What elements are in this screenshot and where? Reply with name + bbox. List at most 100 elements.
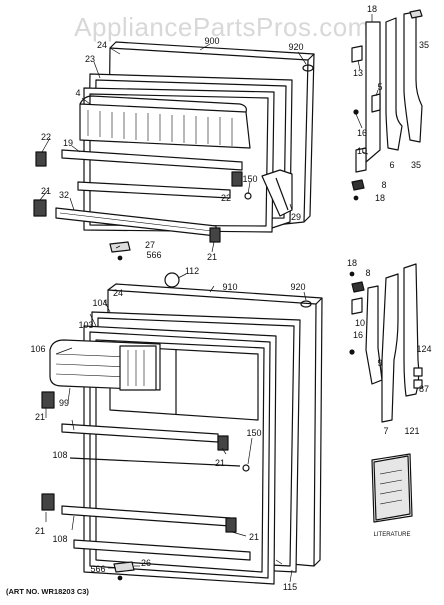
freezer-screw-18 xyxy=(353,195,359,201)
fresh-food-screw-150 xyxy=(242,464,250,472)
freezer-cap-35 xyxy=(409,9,423,19)
fresh-food-bracket-21-a xyxy=(41,391,55,409)
fresh-food-handle-9 xyxy=(365,285,383,385)
fresh-food-bracket-21-b xyxy=(41,493,55,511)
callout-19: 19 xyxy=(63,138,73,148)
fresh-food-hinge-cover-26 xyxy=(113,561,135,573)
callout-150: 150 xyxy=(246,428,261,438)
callout-24: 24 xyxy=(97,40,107,50)
fresh-food-handle-hardware xyxy=(349,263,423,423)
literature-booklet xyxy=(371,453,413,523)
callout-115: 115 xyxy=(283,582,297,592)
callout-8: 8 xyxy=(381,180,386,190)
fresh-food-handle-121 xyxy=(403,263,420,397)
freezer-bracket-10 xyxy=(355,147,367,173)
callout-920: 920 xyxy=(288,42,303,52)
callout-10: 10 xyxy=(357,146,367,156)
freezer-bracket-22-left xyxy=(35,151,47,167)
callout-566: 566 xyxy=(90,564,105,574)
callout-27: 27 xyxy=(145,240,155,250)
fresh-food-shelf-line xyxy=(69,457,241,467)
callout-6: 6 xyxy=(389,160,394,170)
freezer-door-shelf xyxy=(79,103,251,149)
fresh-food-screw-18 xyxy=(349,271,355,277)
fresh-food-bottom-rail xyxy=(73,539,251,561)
callout-103: 103 xyxy=(78,320,93,330)
callout-566: 566 xyxy=(146,250,161,260)
callout-18: 18 xyxy=(367,4,377,14)
callout-21: 21 xyxy=(249,532,259,542)
callout-26: 26 xyxy=(141,558,151,568)
freezer-plug-920 xyxy=(302,64,314,72)
dairy-compartment-outline xyxy=(109,345,259,421)
callout-18: 18 xyxy=(347,258,357,268)
callout-10: 10 xyxy=(355,318,365,328)
freezer-bracket-21-right xyxy=(209,227,221,243)
freezer-shelf-bar-lower xyxy=(77,181,231,199)
freezer-hinge-cover-27 xyxy=(109,241,131,253)
freezer-cap-13 xyxy=(351,45,363,63)
callout-18: 18 xyxy=(375,193,385,203)
callout-106: 106 xyxy=(30,344,45,354)
callout-24: 24 xyxy=(113,288,123,298)
callout-16: 16 xyxy=(353,330,363,340)
callout-87: 87 xyxy=(419,384,429,394)
fresh-food-plug-920 xyxy=(300,300,312,308)
callout-108: 108 xyxy=(52,534,67,544)
fresh-food-door-assembly xyxy=(41,272,323,585)
watermark: AppliancePartsPros.com xyxy=(74,12,370,42)
callout-35: 35 xyxy=(419,40,429,50)
freezer-hinge-8 xyxy=(351,179,365,191)
callout-108: 108 xyxy=(52,450,67,460)
callout-8: 8 xyxy=(365,268,370,278)
callout-124: 124 xyxy=(416,344,431,354)
cap-112 xyxy=(164,272,180,288)
freezer-handle-6 xyxy=(385,17,403,151)
leader-lines xyxy=(39,14,379,583)
freezer-bracket-22-right xyxy=(231,171,243,187)
callout-150: 150 xyxy=(242,174,257,184)
plug-87 xyxy=(413,379,423,389)
freezer-bracket-21-left xyxy=(33,199,47,217)
callout-21: 21 xyxy=(215,458,225,468)
freezer-hinge-arm xyxy=(261,169,293,217)
art-number: (ART NO. WR18203 C3) xyxy=(6,587,89,596)
fresh-food-handle-7 xyxy=(381,273,399,423)
fresh-food-bracket-21-c xyxy=(217,435,229,451)
freezer-shelf-bar-upper xyxy=(61,149,243,171)
callout-7: 7 xyxy=(383,426,388,436)
callout-900: 900 xyxy=(204,36,219,46)
callout-21: 21 xyxy=(207,252,217,262)
callout-4: 4 xyxy=(75,88,80,98)
plug-124 xyxy=(413,367,423,377)
callout-21: 21 xyxy=(41,186,51,196)
callout-22: 22 xyxy=(221,193,231,203)
literature-label: LITERATURE xyxy=(374,532,411,538)
callout-920: 920 xyxy=(290,282,305,292)
callout-21: 21 xyxy=(35,526,45,536)
callout-910: 910 xyxy=(222,282,237,292)
callout-13: 13 xyxy=(353,68,363,78)
callout-35: 35 xyxy=(411,160,421,170)
freezer-hinge-5 xyxy=(371,93,381,113)
callout-9: 9 xyxy=(377,358,382,368)
callout-99: 99 xyxy=(59,398,69,408)
fresh-food-screw-16 xyxy=(349,349,355,355)
freezer-door-assembly xyxy=(33,41,315,261)
callout-121: 121 xyxy=(404,426,419,436)
callout-5: 5 xyxy=(377,82,382,92)
callout-22: 22 xyxy=(41,132,51,142)
callout-labels: 18 900 920 35 24 23 13 4 5 16 22 19 10 6… xyxy=(30,4,431,592)
freezer-handle-35 xyxy=(403,11,423,143)
callout-23: 23 xyxy=(85,54,95,64)
fresh-food-hinge-8 xyxy=(351,281,365,293)
freezer-handle-strip-18 xyxy=(365,21,381,163)
freezer-screw-16 xyxy=(353,109,359,115)
callout-16: 16 xyxy=(357,128,367,138)
callout-29: 29 xyxy=(291,212,301,222)
callout-21: 21 xyxy=(35,412,45,422)
freezer-handle-hardware xyxy=(261,9,423,217)
fresh-food-bracket-21-d xyxy=(225,517,237,533)
fresh-food-bracket-10 xyxy=(351,297,363,315)
